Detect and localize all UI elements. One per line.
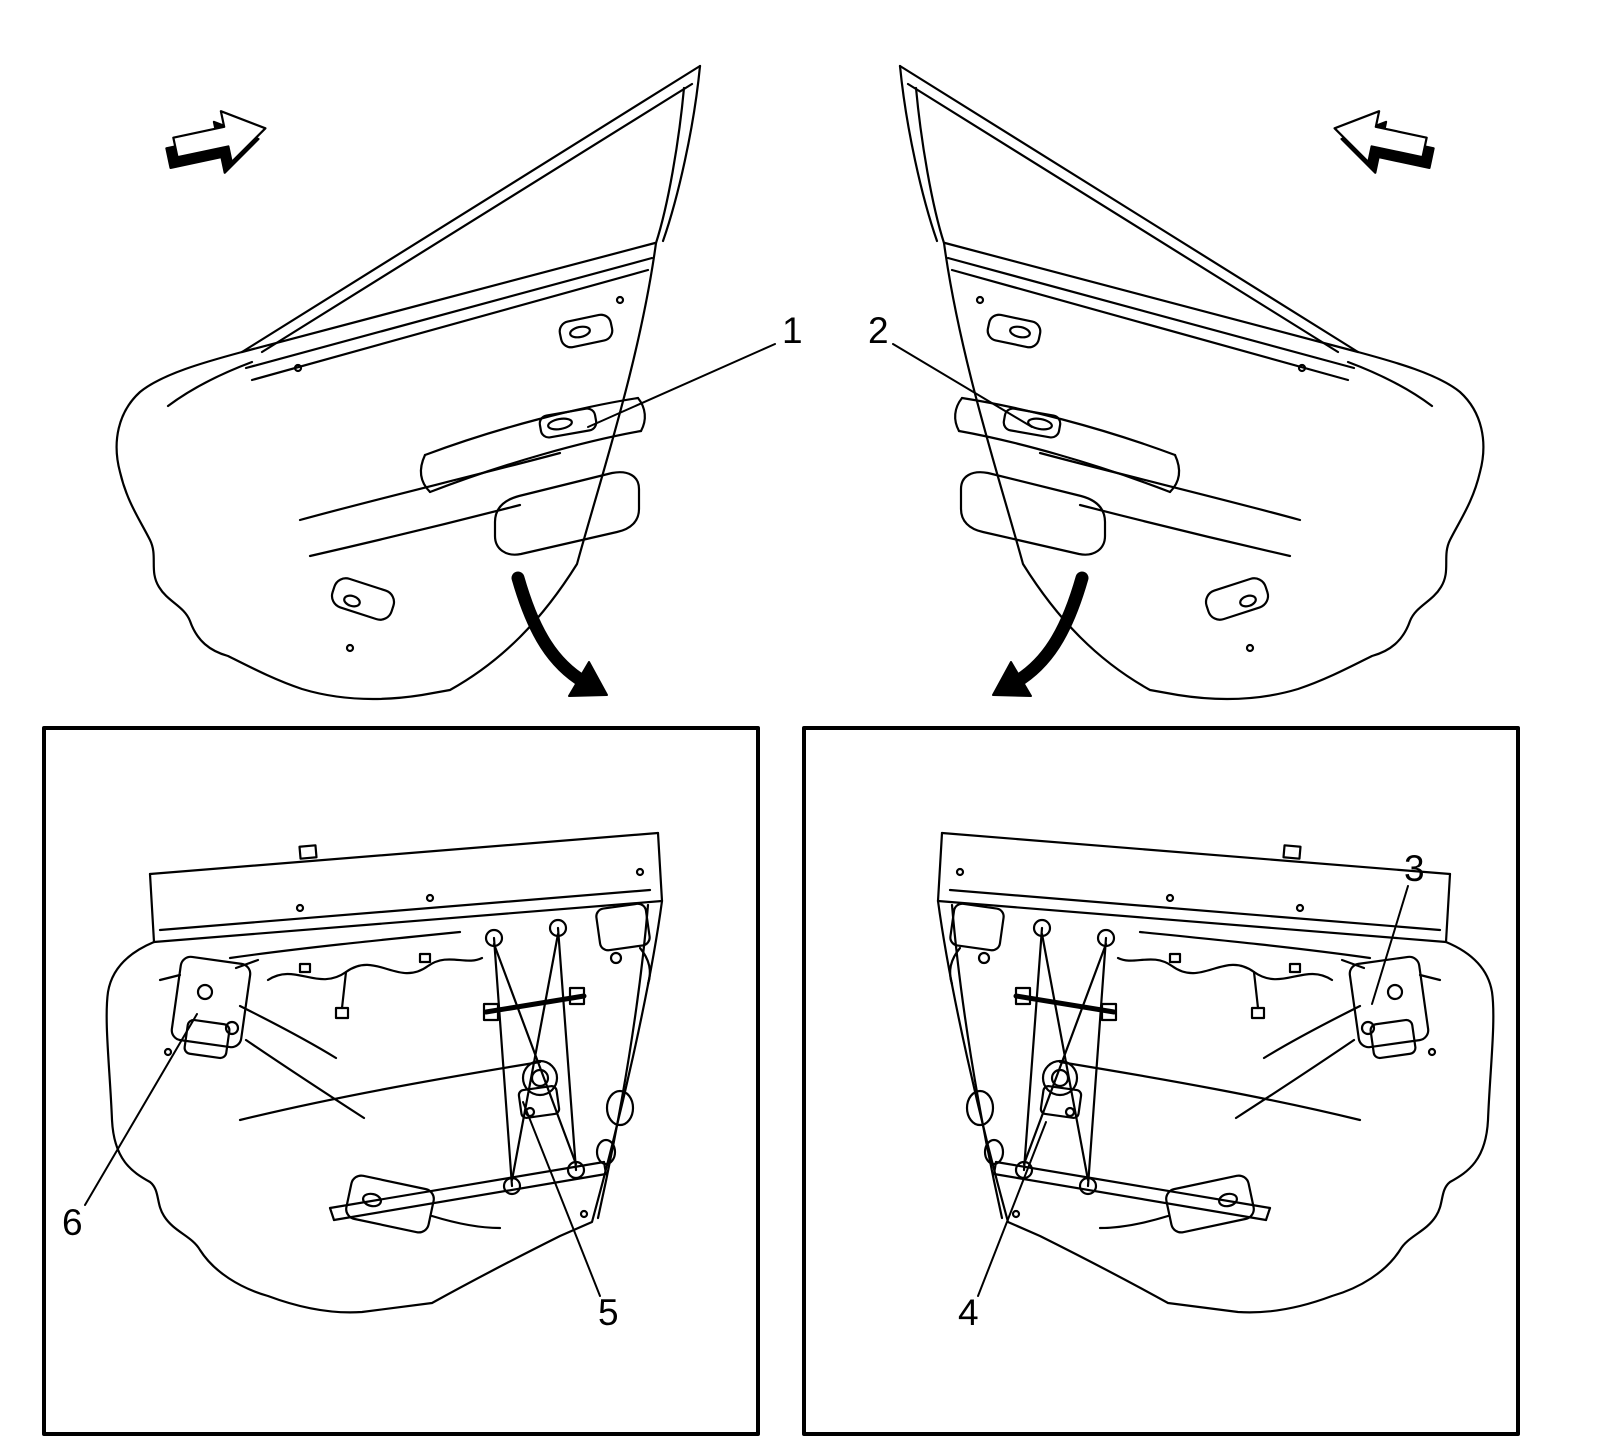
- leader-2: [892, 343, 1033, 428]
- callout-4: 4: [958, 1292, 979, 1333]
- door-internals-illustration-right: [938, 833, 1493, 1312]
- leader-4: [977, 1121, 1047, 1297]
- callout-6: 6: [62, 1202, 83, 1243]
- rear-door-trim-illustration-left: [115, 64, 702, 701]
- leader-1: [587, 343, 776, 428]
- leader-5: [522, 1101, 601, 1297]
- callout-5: 5: [598, 1292, 619, 1333]
- rear-door-trim-illustration-right: [900, 66, 1483, 699]
- leader-3: [1371, 885, 1409, 1005]
- detail-box-left-border: [42, 726, 760, 1436]
- detail-box-right-border: [802, 726, 1520, 1436]
- leader-6: [84, 1013, 198, 1206]
- door-internals-illustration-left: [105, 831, 664, 1314]
- callout-2: 2: [868, 310, 889, 351]
- removal-direction-arrow: [165, 110, 267, 174]
- detail-view-arrow: [511, 571, 608, 697]
- callout-leader-lines: [84, 343, 1409, 1297]
- callout-3: 3: [1404, 848, 1425, 889]
- callout-1: 1: [782, 310, 803, 351]
